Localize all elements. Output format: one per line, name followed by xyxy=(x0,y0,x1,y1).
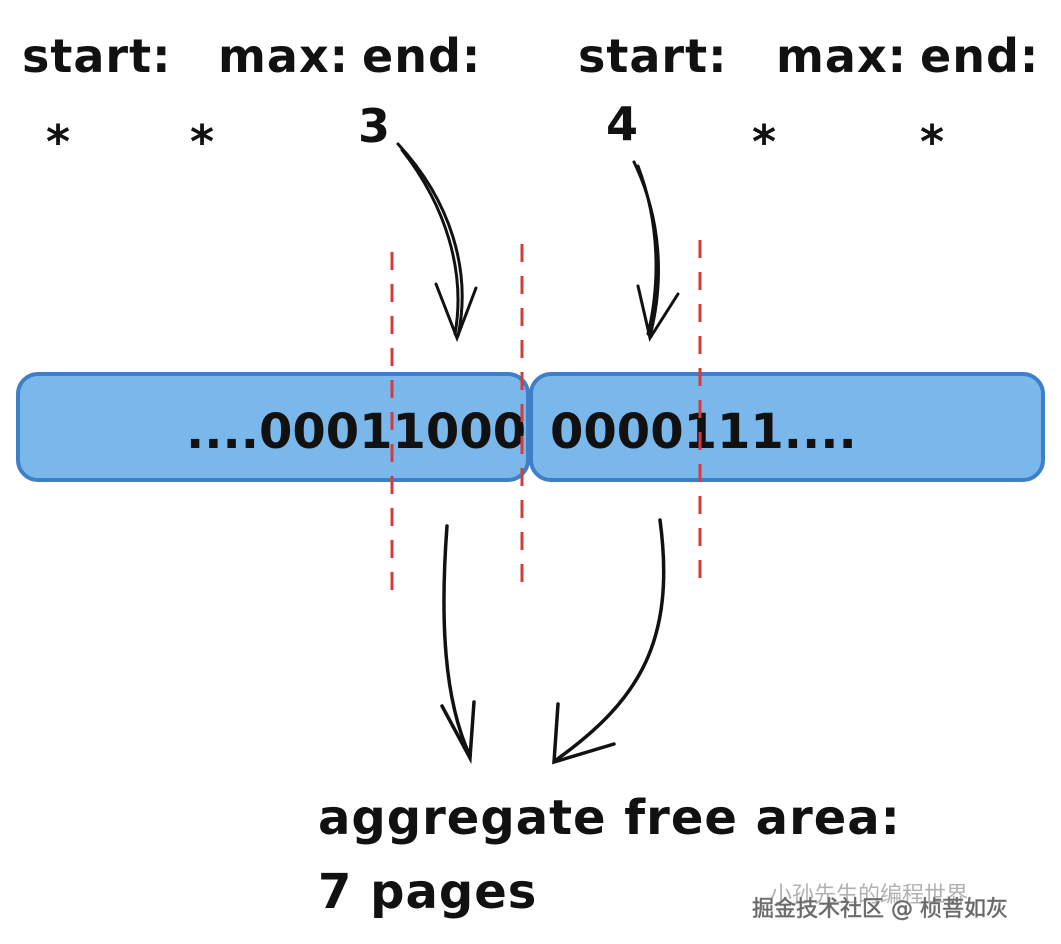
arrow-end-to-block xyxy=(396,142,478,343)
arrow-start-to-block xyxy=(632,160,680,342)
right-memory-block xyxy=(529,372,1045,482)
watermark-faded: 小孙先生的编程世界 xyxy=(770,883,968,908)
arrow-right-to-result xyxy=(552,518,666,765)
left-start-value: * xyxy=(46,115,70,169)
left-start-label: start: xyxy=(22,29,171,83)
right-start-value: 4 xyxy=(606,97,638,151)
right-start-label: start: xyxy=(578,29,727,83)
result-line-1: aggregate free area: xyxy=(318,790,901,846)
arrow-left-to-result xyxy=(440,524,476,765)
watermark-text: 掘金技术社区 @ 桢菩如灰 xyxy=(752,897,1008,922)
left-max-value: * xyxy=(190,115,214,169)
right-end-label: end: xyxy=(920,29,1039,83)
right-end-value: * xyxy=(920,115,944,169)
right-max-value: * xyxy=(752,115,776,169)
left-max-label: max: xyxy=(218,29,349,83)
left-end-value: 3 xyxy=(358,99,390,153)
left-memory-block xyxy=(16,372,530,482)
right-block-bits: 0000111.... xyxy=(550,404,857,460)
left-end-label: end: xyxy=(362,29,481,83)
left-block-bits: ....00011000 xyxy=(186,404,526,460)
result-line-2: 7 pages xyxy=(318,864,537,920)
right-max-label: max: xyxy=(776,29,907,83)
